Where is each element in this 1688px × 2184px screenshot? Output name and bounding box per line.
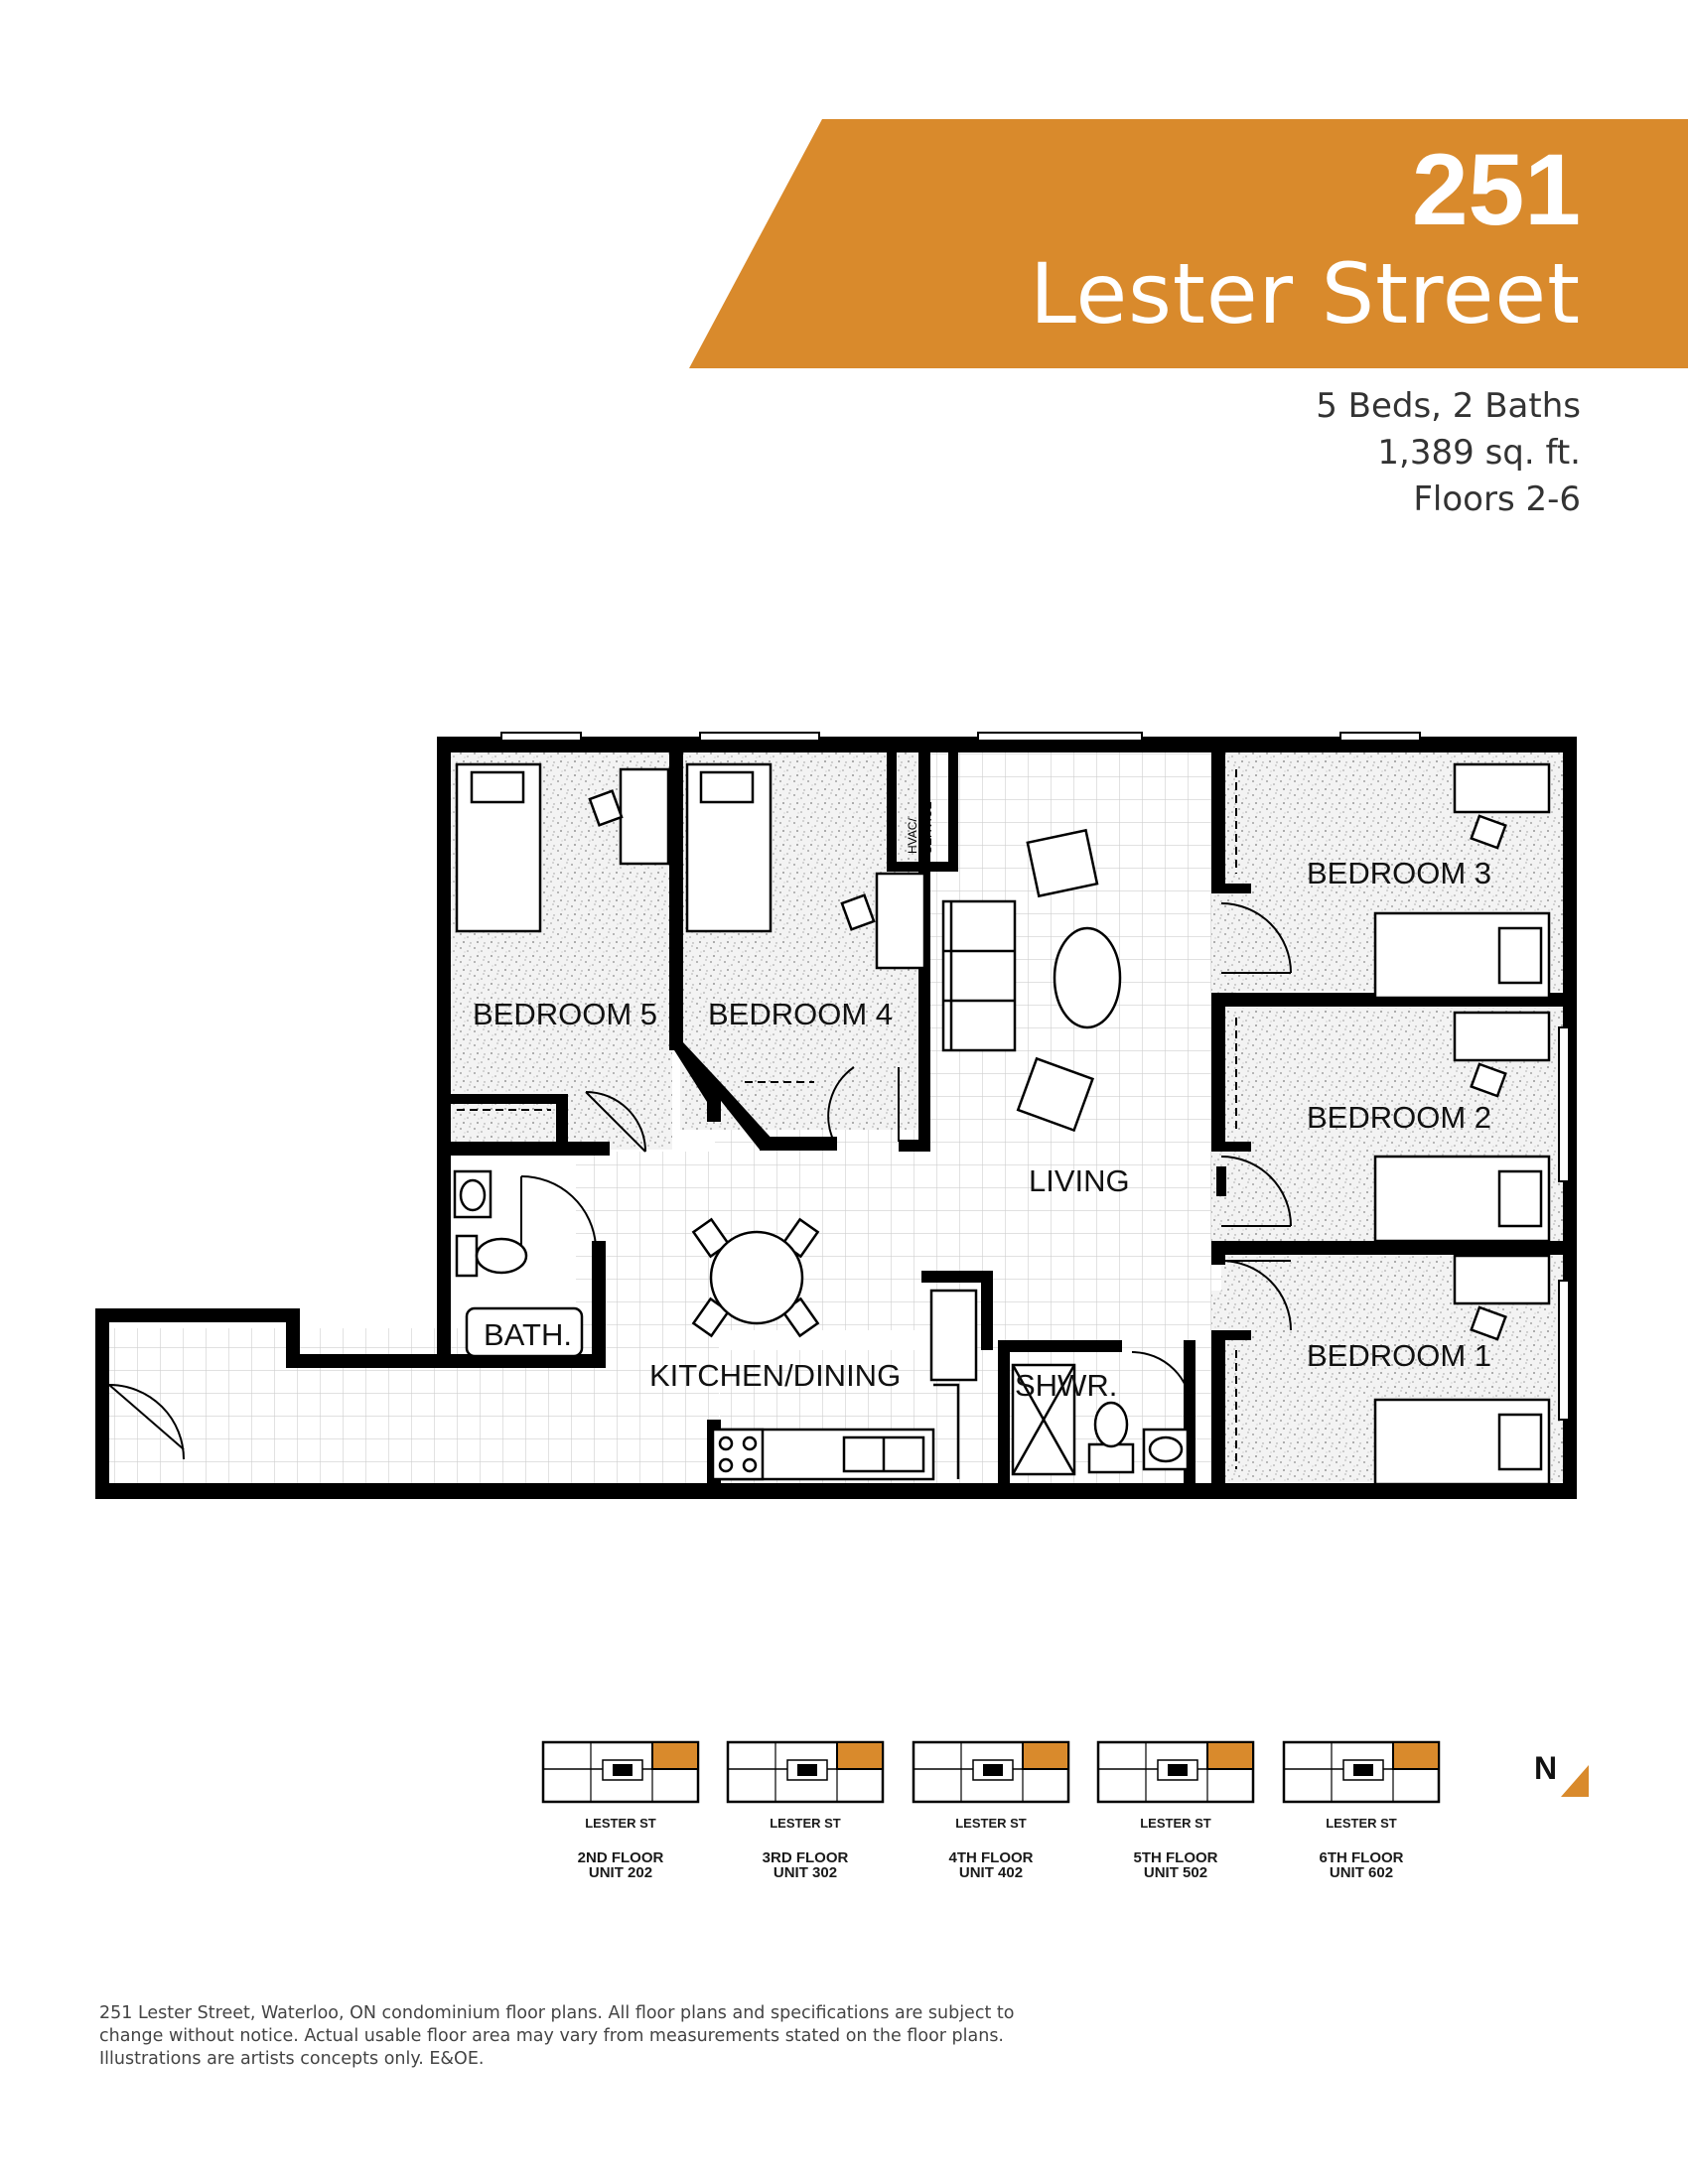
label-living: LIVING <box>1029 1163 1130 1198</box>
label-bedroom-3: BEDROOM 3 <box>1307 856 1491 890</box>
key-plan-floor: 3RD FLOOR <box>762 1849 849 1866</box>
key-plan-floor: 2ND FLOOR <box>577 1849 664 1866</box>
label-bedroom-1: BEDROOM 1 <box>1307 1338 1491 1373</box>
key-plan-diagram <box>1282 1740 1441 1804</box>
doors <box>520 902 1292 1413</box>
label-bedroom-5: BEDROOM 5 <box>473 997 657 1031</box>
north-label: N <box>1534 1750 1558 1786</box>
key-plan-street: LESTER ST <box>585 1816 656 1831</box>
bath-fixtures <box>453 1169 1190 1476</box>
key-plan-unit: UNIT 202 <box>588 1864 653 1881</box>
street-name: Lester Street <box>1030 245 1581 342</box>
building-number: 251 <box>1411 133 1581 246</box>
label-bath: BATH. <box>484 1317 572 1352</box>
dining-set <box>691 1217 820 1338</box>
key-plan-street: LESTER ST <box>770 1816 841 1831</box>
key-plan-street: LESTER ST <box>1140 1816 1211 1831</box>
balcony-door <box>108 1384 185 1460</box>
key-plan-diagram <box>912 1740 1070 1804</box>
kitchen-counter <box>711 1289 978 1481</box>
key-plan-unit: UNIT 602 <box>1329 1864 1394 1881</box>
key-plan-street: LESTER ST <box>955 1816 1027 1831</box>
floor-range: Floors 2-6 <box>1413 479 1581 519</box>
closets <box>457 769 1237 1469</box>
key-plan-diagram <box>541 1740 700 1804</box>
label-bedroom-4: BEDROOM 4 <box>708 997 893 1031</box>
key-plan-street: LESTER ST <box>1326 1816 1397 1831</box>
key-plan-unit: UNIT 502 <box>1143 1864 1208 1881</box>
desks <box>588 762 1551 1341</box>
label-hvac: HVAC/ <box>906 818 919 854</box>
living-furniture <box>941 828 1122 1133</box>
key-plan-diagram <box>726 1740 885 1804</box>
beds <box>455 762 1551 1486</box>
key-plan-floor: 5TH FLOOR <box>1133 1849 1218 1866</box>
north-arrow-icon <box>1561 1765 1589 1797</box>
key-plan-floor: 6TH FLOOR <box>1319 1849 1404 1866</box>
key-plan-unit: UNIT 402 <box>958 1864 1024 1881</box>
label-bedroom-2: BEDROOM 2 <box>1307 1100 1491 1135</box>
label-kitchen-dining: KITCHEN/DINING <box>649 1358 901 1393</box>
beds-baths: 5 Beds, 2 Baths <box>1316 386 1581 426</box>
square-footage: 1,389 sq. ft. <box>1377 433 1581 473</box>
key-plan-unit: UNIT 302 <box>773 1864 838 1881</box>
windows <box>500 732 1570 1421</box>
disclaimer: 251 Lester Street, Waterloo, ON condomin… <box>99 2003 1015 2069</box>
key-plan-diagram <box>1096 1740 1255 1804</box>
unit-specs: 5 Beds, 2 Baths 1,389 sq. ft. Floors 2-6 <box>1316 383 1581 523</box>
key-plan-floor: 4TH FLOOR <box>948 1849 1034 1866</box>
label-shower: SHWR. <box>1015 1368 1117 1403</box>
label-hvac-service: SERVICE <box>920 802 934 854</box>
